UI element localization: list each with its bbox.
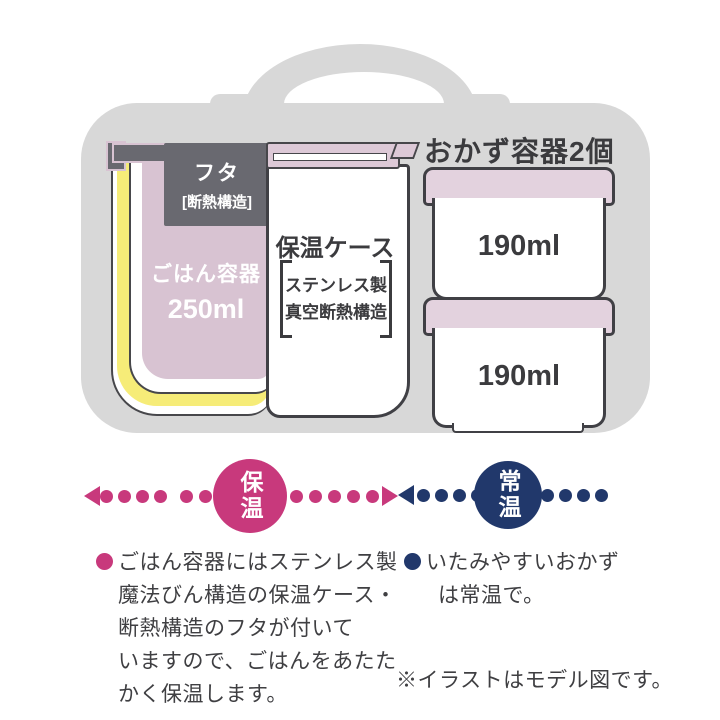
room-badge: 常温	[474, 461, 542, 529]
okazu-container-2-volume: 190ml	[477, 360, 561, 392]
warm-arrow-right-icon	[382, 486, 398, 506]
warm-dot-icon	[366, 490, 379, 503]
warm-case-name: 保温ケース	[275, 235, 395, 262]
room-dot-icon	[435, 489, 448, 502]
warm-note-line5: かく保温します。	[118, 683, 288, 706]
warm-note-line4: いますので、ごはんをあたた	[118, 650, 397, 673]
model-disclaimer: ※イラストはモデル図です。	[396, 669, 673, 692]
lid-title: フタ	[194, 162, 240, 185]
warm-dot-icon	[309, 490, 322, 503]
okazu-container-1-volume: 190ml	[477, 230, 561, 262]
warm-dot-icon	[347, 490, 360, 503]
room-note-line2: は常温で。	[438, 584, 545, 607]
warm-note: ごはん容器にはステンレス製 魔法びん構造の保温ケース・ 断熱構造のフタが付いて …	[118, 546, 423, 711]
bracket-icon	[280, 260, 392, 338]
okazu-container-1: 190ml	[432, 198, 606, 300]
room-note-bullet-icon	[404, 553, 421, 570]
rice-container-volume: 250ml	[167, 294, 245, 324]
warm-note-bullet-icon	[96, 553, 113, 570]
warm-note-line2: 魔法びん構造の保温ケース・	[118, 584, 397, 607]
warm-case-spec-line1: ステンレス製	[285, 276, 387, 295]
warm-dot-icon	[154, 490, 167, 503]
room-dot-icon	[559, 489, 572, 502]
rice-container-name: ごはん容器	[151, 263, 261, 286]
warm-badge: 保温	[213, 459, 287, 533]
warm-case-spec-line2: 真空断熱構造	[285, 303, 387, 322]
warm-dot-icon	[328, 490, 341, 503]
warm-note-line1: ごはん容器にはステンレス製	[118, 551, 398, 574]
warm-arrow-left-icon	[84, 486, 100, 506]
warm-case-lid-seam	[273, 153, 387, 161]
room-arrow-left-icon	[398, 485, 414, 505]
room-dot-icon	[417, 489, 430, 502]
warm-case-spec: ステンレス製 真空断熱構造	[280, 260, 392, 338]
warm-dot-icon	[199, 490, 212, 503]
okazu-container-2: 190ml	[432, 328, 606, 428]
rice-container-label: ごはん容器 250ml	[142, 258, 270, 325]
warm-dot-icon	[100, 490, 113, 503]
room-badge-label: 常温	[495, 469, 521, 521]
warm-note-line3: 断熱構造のフタが付いて	[118, 617, 354, 640]
warm-dot-icon	[136, 490, 149, 503]
room-dot-icon	[541, 489, 554, 502]
warm-dot-icon	[180, 490, 193, 503]
warm-dot-icon	[118, 490, 131, 503]
room-note: いたみやすいおかず は常温で。	[426, 546, 686, 612]
room-dot-icon	[453, 489, 466, 502]
insulated-lid: フタ [断熱構造]	[164, 143, 270, 226]
warm-dot-icon	[290, 490, 303, 503]
room-dot-icon	[595, 489, 608, 502]
room-dot-icon	[577, 489, 590, 502]
okazu-container-2-foot	[452, 423, 584, 433]
warm-badge-label: 保温	[237, 470, 263, 522]
room-note-line1: いたみやすいおかず	[426, 551, 620, 574]
okazu-heading: おかず容器2個	[424, 136, 615, 167]
lid-subtitle: [断熱構造]	[182, 194, 252, 211]
